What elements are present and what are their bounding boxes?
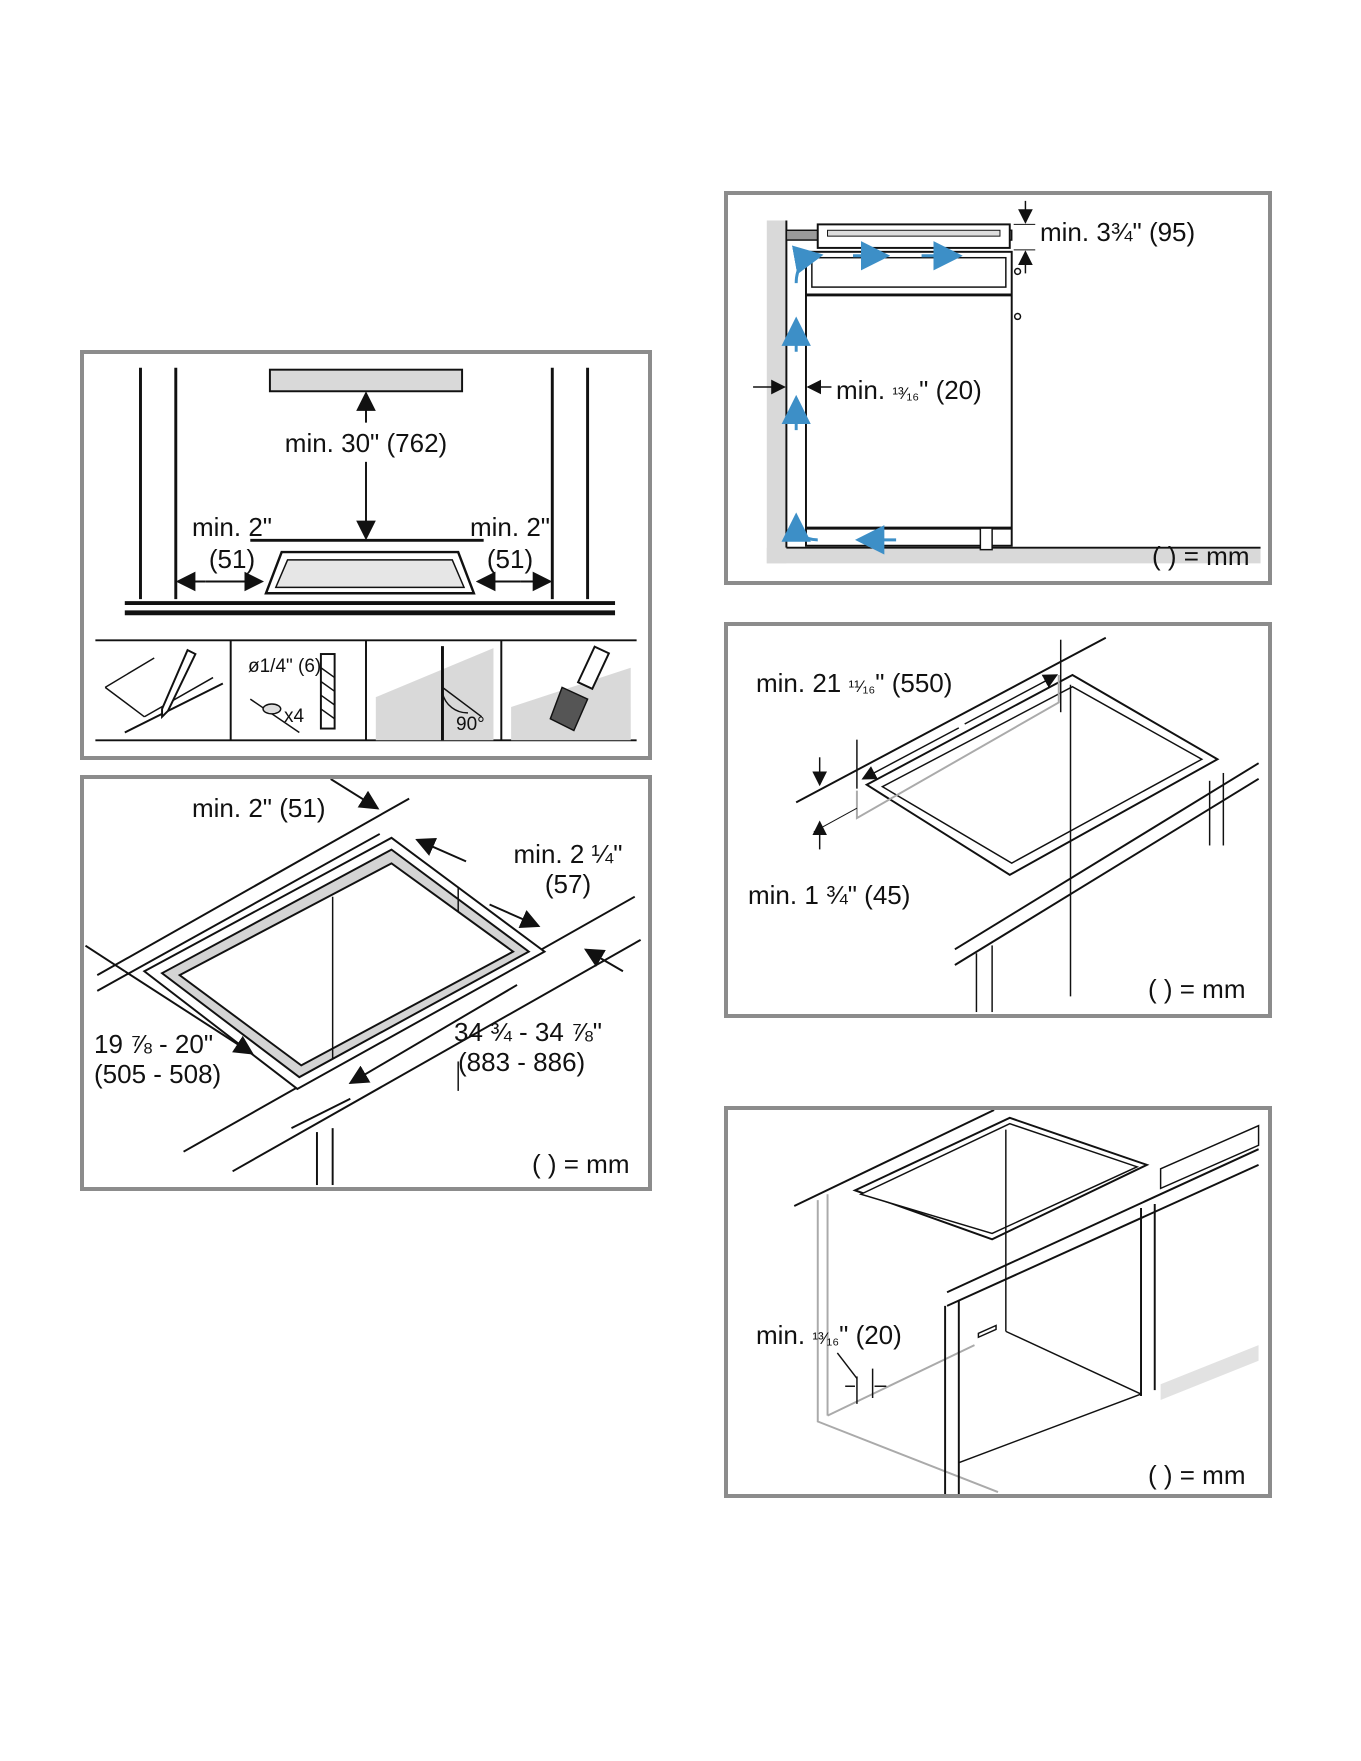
height-clearance-label: min. 3¾" (95)	[1040, 217, 1195, 247]
wall-gap-fraction: ¹³⁄₁₆	[892, 384, 919, 403]
angle-label: 90°	[456, 714, 485, 736]
front-clearance-label: min. 1 ¾" (45)	[748, 880, 910, 910]
unit-note: ( ) = mm	[532, 1149, 630, 1179]
wall-gap-label: min. ¹³⁄₁₆" (20)	[836, 375, 982, 409]
width-label-2: (883 - 886)	[458, 1047, 585, 1077]
drill-diameter-label: ø1/4" (6)	[248, 656, 321, 678]
depth-prefix: min. 21	[756, 668, 849, 698]
cabinet-gap-fraction: ¹³⁄₁₆	[812, 1329, 839, 1348]
unit-note: ( ) = mm	[1152, 541, 1250, 571]
front-distance-label-1: min. 2 ¼"	[514, 839, 623, 869]
clearance-panel: min. 30" (762) min. 2" (51) min. 2" (51)	[80, 350, 652, 760]
cabinet-diagram	[728, 1110, 1268, 1494]
cabinet-gap-prefix: min.	[756, 1320, 812, 1350]
depth-panel: min. 21 ¹¹⁄₁₆" (550) min. 1 ¾" (45) ( ) …	[724, 622, 1272, 1018]
depth-clearance-label: min. 21 ¹¹⁄₁₆" (550)	[756, 668, 952, 702]
unit-note: ( ) = mm	[1148, 974, 1246, 1004]
cabinet-gap-label: min. ¹³⁄₁₆" (20)	[756, 1320, 902, 1354]
brush-icon	[511, 647, 631, 741]
pencil-icon	[105, 650, 223, 732]
depth-label-1: 19 ⅞ - 20"	[94, 1029, 213, 1059]
depth-fraction: ¹¹⁄₁₆	[849, 677, 876, 696]
cutout-panel: min. 2" (51) min. 2 ¼" (57) 19 ⅞ - 20" (…	[80, 775, 652, 1191]
unit-note: ( ) = mm	[1148, 1460, 1246, 1490]
depth-suffix: " (550)	[875, 668, 952, 698]
front-distance-label-2: (57)	[545, 869, 591, 899]
wall-gap-prefix: min.	[836, 375, 892, 405]
cabinet-panel: min. ¹³⁄₁₆" (20) ( ) = mm	[724, 1106, 1272, 1498]
width-label-1: 34 ¾ - 34 ⅞"	[454, 1017, 602, 1047]
ventilation-diagram	[728, 195, 1268, 581]
ventilation-panel: min. 3¾" (95) min. ¹³⁄₁₆" (20) ( ) = mm	[724, 191, 1272, 585]
back-distance-label: min. 2" (51)	[192, 793, 326, 823]
tools-strip	[84, 354, 648, 756]
drill-count-label: x4	[284, 706, 304, 728]
cabinet-gap-suffix: " (20)	[839, 1320, 902, 1350]
wall-gap-suffix: " (20)	[919, 375, 982, 405]
depth-label-2: (505 - 508)	[94, 1059, 221, 1089]
